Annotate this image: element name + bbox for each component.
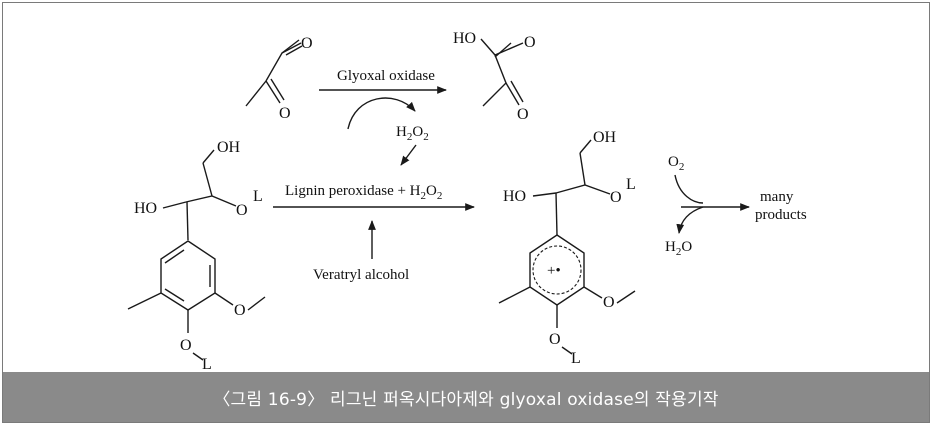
lignin-peroxidase-label: Lignin peroxidase + H2O2 [285,183,442,202]
atom-label: L [253,188,263,205]
atom-label: L [626,176,636,193]
h2o2-label: H2O2 [396,124,429,143]
lignin-model-left: OH HO O L O O L [127,139,266,373]
radical-cation-label: +• [547,263,561,279]
figure-caption: 〈그림 16-9〉 리그닌 퍼옥시다아제와 glyoxal oxidase의 작… [213,389,719,410]
many-products-label-1: many [760,189,794,205]
methylglyoxal-structure: O O [245,35,313,122]
atom-label: O [180,337,192,354]
atom-label: O [279,105,291,122]
atom-label: L [202,356,212,373]
o2-label: O2 [668,154,684,173]
caption-bar: 〈그림 16-9〉 리그닌 퍼옥시다아제와 glyoxal oxidase의 작… [3,372,929,422]
veratryl-alcohol-label: Veratryl alcohol [313,267,409,283]
atom-label: OH [217,139,241,156]
atom-label: HO [134,200,157,217]
lignin-radical-right: OH HO O L +• O O L [498,129,636,367]
o2-curve [674,174,704,204]
atom-label: O [549,331,561,348]
curved-arrow-o2 [347,97,416,130]
glyoxal-oxidase-label: Glyoxal oxidase [337,68,435,84]
atom-label: O [524,34,536,51]
atom-label: O [610,189,622,206]
atom-label: OH [593,129,617,146]
atom-label: HO [503,188,526,205]
many-products-label-2: products [755,207,807,223]
atom-label: O [603,294,615,311]
h2o2-arrow [400,144,417,166]
h2o-label: H2O [665,239,692,258]
h2o-curve [676,206,704,234]
atom-label: O [234,302,246,319]
atom-label: HO [453,30,476,47]
pyruvate-structure: HO O O [453,30,536,123]
atom-label: O [236,202,248,219]
atom-label: O [301,35,313,52]
reaction-diagram: O O Glyoxal oxidase H2O2 HO O O OH [127,30,807,373]
atom-label: O [517,106,529,123]
atom-label: L [571,350,581,367]
